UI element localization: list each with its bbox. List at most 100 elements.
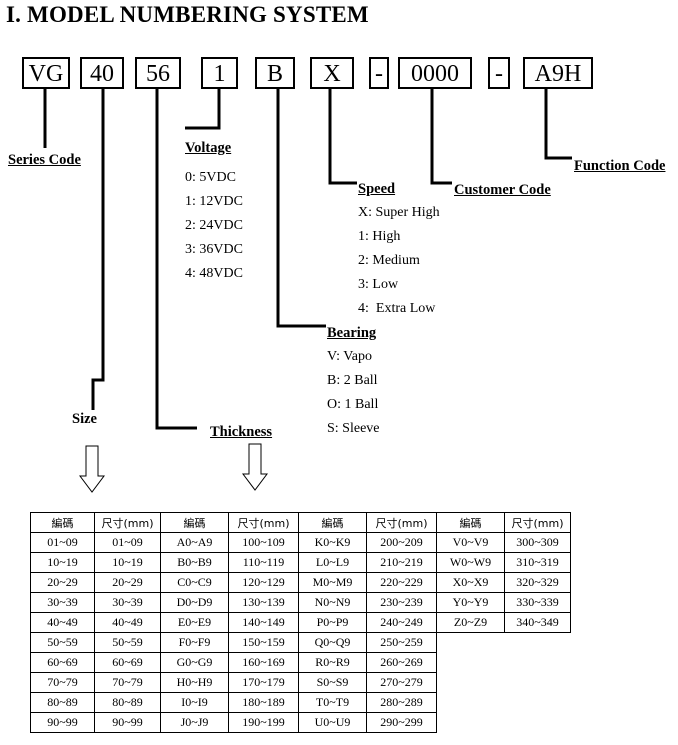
size-cell — [505, 673, 571, 693]
code-box-bearing: B — [255, 57, 295, 89]
label-thickness: Thickness — [210, 424, 273, 440]
size-cell: 300~309 — [504, 532, 571, 553]
label-size: Size — [72, 411, 97, 427]
speed-options: X: Super High 1: High 2: Medium 3: Low 4… — [358, 201, 440, 321]
header-size: 尺寸(mm) — [366, 512, 437, 533]
header-size: 尺寸(mm) — [504, 512, 571, 533]
bearing-option: S: Sleeve — [327, 421, 380, 436]
size-cell: 240~249 — [366, 612, 437, 633]
code-cell: I0~I9 — [160, 692, 229, 713]
code-box-function: A9H — [523, 57, 593, 89]
label-series-code: Series Code — [8, 152, 81, 168]
code-cell: Z0~Z9 — [436, 612, 505, 633]
voltage-option: 3: 36VDC — [185, 242, 243, 257]
code-cell: S0~S9 — [298, 672, 367, 693]
size-cell: 340~349 — [504, 612, 571, 633]
bearing-options: V: Vapo B: 2 Ball O: 1 Ball S: Sleeve — [327, 345, 380, 441]
size-cell: 180~189 — [228, 692, 299, 713]
size-cell: 230~239 — [366, 592, 437, 613]
voltage-option: 4: 48VDC — [185, 266, 243, 281]
size-cell: 140~149 — [228, 612, 299, 633]
code-box-dash-1: - — [369, 57, 389, 89]
code-cell: D0~D9 — [160, 592, 229, 613]
code-box-voltage: 1 — [201, 57, 238, 89]
size-cell: 170~179 — [228, 672, 299, 693]
code-box-size: 40 — [80, 57, 124, 89]
code-cell: W0~W9 — [436, 552, 505, 573]
size-cell: 130~139 — [228, 592, 299, 613]
size-cell: 260~269 — [366, 652, 437, 673]
code-cell: C0~C9 — [160, 572, 229, 593]
label-bearing: Bearing — [327, 325, 377, 341]
code-cell: H0~H9 — [160, 672, 229, 693]
code-cell: T0~T9 — [298, 692, 367, 713]
code-cell: 90~99 — [30, 712, 95, 733]
size-cell: 100~109 — [228, 532, 299, 553]
label-voltage: Voltage — [185, 140, 232, 156]
voltage-option: 2: 24VDC — [185, 218, 243, 233]
code-cell — [437, 633, 505, 653]
size-cell: 120~129 — [228, 572, 299, 593]
code-box-speed: X — [310, 57, 354, 89]
header-size: 尺寸(mm) — [228, 512, 299, 533]
code-cell — [437, 673, 505, 693]
label-function-code: Function Code — [574, 158, 666, 174]
code-cell: R0~R9 — [298, 652, 367, 673]
code-cell — [437, 713, 505, 733]
speed-option: 3: Low — [358, 277, 399, 292]
code-cell: B0~B9 — [160, 552, 229, 573]
code-cell: F0~F9 — [160, 632, 229, 653]
size-cell: 210~219 — [366, 552, 437, 573]
code-cell: 70~79 — [30, 672, 95, 693]
code-cell: A0~A9 — [160, 532, 229, 553]
code-cell: J0~J9 — [160, 712, 229, 733]
size-cell: 330~339 — [504, 592, 571, 613]
code-cell: 40~49 — [30, 612, 95, 633]
code-cell: 80~89 — [30, 692, 95, 713]
voltage-option: 0: 5VDC — [185, 170, 236, 185]
bearing-option: B: 2 Ball — [327, 373, 378, 388]
size-cell: 60~69 — [94, 652, 161, 673]
size-cell: 250~259 — [366, 632, 437, 653]
speed-option: 2: Medium — [358, 253, 420, 268]
bearing-option: O: 1 Ball — [327, 397, 379, 412]
code-cell: E0~E9 — [160, 612, 229, 633]
label-customer-code: Customer Code — [454, 182, 551, 198]
speed-option: 1: High — [358, 229, 401, 244]
size-cell: 01~09 — [94, 532, 161, 553]
size-cell — [505, 693, 571, 713]
size-cell: 160~169 — [228, 652, 299, 673]
code-box-customer: 0000 — [398, 57, 472, 89]
code-cell: N0~N9 — [298, 592, 367, 613]
size-cell: 50~59 — [94, 632, 161, 653]
code-cell: U0~U9 — [298, 712, 367, 733]
code-cell: K0~K9 — [298, 532, 367, 553]
header-code: 編碼 — [298, 512, 367, 533]
speed-option: X: Super High — [358, 205, 440, 220]
bearing-option: V: Vapo — [327, 349, 372, 364]
size-cell: 90~99 — [94, 712, 161, 733]
down-arrow-icon — [79, 443, 268, 493]
voltage-option: 1: 12VDC — [185, 194, 243, 209]
header-code: 編碼 — [436, 512, 505, 533]
code-cell — [437, 693, 505, 713]
size-cell: 110~119 — [228, 552, 299, 573]
header-code: 編碼 — [30, 512, 95, 533]
code-cell: 60~69 — [30, 652, 95, 673]
code-cell: M0~M9 — [298, 572, 367, 593]
code-box-dash-2: - — [488, 57, 510, 89]
code-cell: 10~19 — [30, 552, 95, 573]
size-cell: 70~79 — [94, 672, 161, 693]
